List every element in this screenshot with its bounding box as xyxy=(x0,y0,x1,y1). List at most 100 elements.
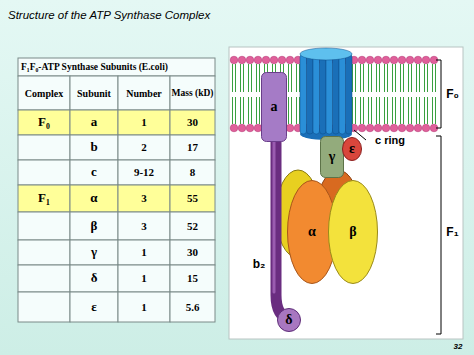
lipid-tail xyxy=(243,64,244,92)
lipid-tail xyxy=(259,97,260,124)
table-cell-bg xyxy=(18,110,70,135)
lipid-head xyxy=(278,56,286,64)
table-cell-text: F₁ xyxy=(38,191,50,205)
subunit-outline xyxy=(321,137,344,178)
part-label: c ring xyxy=(368,132,412,148)
subunit-gamma: γ xyxy=(320,136,344,178)
table-cell-text: 15 xyxy=(187,272,198,284)
table-cell-text: 30 xyxy=(187,246,198,258)
table-cell-bg xyxy=(18,58,215,76)
lipid-tail xyxy=(432,64,433,92)
table-cell-bg xyxy=(118,212,170,240)
lipid-tail xyxy=(360,97,361,124)
lipid-tail xyxy=(288,97,289,124)
table-cell-bg xyxy=(70,185,118,212)
table-cell: 2 xyxy=(118,135,170,160)
subunit-label: β xyxy=(349,224,356,239)
lipid-tail xyxy=(256,64,257,92)
table-cell-bg xyxy=(170,185,215,212)
table-cell-text: 2 xyxy=(141,141,147,153)
lipid-tail xyxy=(235,64,236,92)
lipid-tail xyxy=(291,97,292,124)
table-cell-bg xyxy=(170,240,215,265)
lipid-tail xyxy=(395,64,396,92)
subunit-label: α xyxy=(308,224,316,239)
f1-bracket xyxy=(436,136,441,334)
column-header: Complex xyxy=(18,76,70,110)
lipid-tail xyxy=(432,97,433,124)
lipid-head xyxy=(406,124,414,132)
subunit-label: a xyxy=(271,99,278,114)
table-cell-text: c xyxy=(91,165,97,179)
table-cell-text: 52 xyxy=(187,220,198,232)
c-subunit xyxy=(333,54,340,134)
table-cell-bg xyxy=(18,265,70,292)
lipid-head xyxy=(366,56,374,64)
lipid-tail xyxy=(416,97,417,124)
table-cell: α xyxy=(70,185,118,212)
column-header-text: Number xyxy=(126,88,162,99)
table-cell-text: γ xyxy=(91,245,97,259)
table-cell-bg xyxy=(118,160,170,185)
bracket-label: F₀ xyxy=(443,86,462,104)
table-cell: 30 xyxy=(170,110,215,135)
lipid-tail xyxy=(403,64,404,92)
c-subunit xyxy=(339,54,346,134)
page-number: 32 xyxy=(446,341,470,354)
lipid-tail xyxy=(235,97,236,124)
lipid-tail xyxy=(427,97,428,124)
lipid-head xyxy=(230,124,238,132)
subunit-epsilon: ε xyxy=(342,137,362,161)
table-cell-bg xyxy=(118,240,170,265)
subunit-outline xyxy=(329,181,378,284)
lipid-tail xyxy=(400,64,401,92)
table-cell-bg xyxy=(118,292,170,322)
table-grid xyxy=(18,58,215,322)
lipid-tail xyxy=(251,64,252,92)
table-cell: γ xyxy=(70,240,118,265)
lipid-tail xyxy=(395,97,396,124)
lipid-tail xyxy=(387,97,388,124)
lipid-head xyxy=(374,124,382,132)
lipid-tail xyxy=(400,97,401,124)
lipid-tail xyxy=(408,64,409,92)
table-cell-text: F₀ xyxy=(38,115,50,129)
table-cell-bg xyxy=(18,76,70,110)
lipid-head xyxy=(270,56,278,64)
table-cell-bg xyxy=(170,76,215,110)
table-cell-text: 1 xyxy=(141,272,147,284)
table-cell: 55 xyxy=(170,185,215,212)
lipid-tail xyxy=(243,97,244,124)
table-cell: 3 xyxy=(118,212,170,240)
table-heading: F₁F₀-ATP Synthase Subunits (E.coli) xyxy=(21,58,215,76)
table-cell-bg xyxy=(70,110,118,135)
column-header-text: Complex xyxy=(25,88,63,99)
bracket-label: F₁ xyxy=(443,224,462,242)
column-header: Mass (kD) xyxy=(170,76,215,110)
lipid-tail xyxy=(435,97,436,124)
lipid-head xyxy=(374,56,382,64)
table-cell-text: β xyxy=(91,219,98,233)
table-cell-bg xyxy=(118,185,170,212)
lipid-head xyxy=(390,124,398,132)
lipid-head xyxy=(366,124,374,132)
lipid-tail xyxy=(379,64,380,92)
table-cell: ε xyxy=(70,292,118,322)
table-cell-bg xyxy=(70,135,118,160)
bracket-label-text: F₁ xyxy=(446,226,458,239)
lipid-tail xyxy=(251,97,252,124)
column-header-text: Subunit xyxy=(77,88,111,99)
table-cell-bg xyxy=(118,76,170,110)
lipid-tail xyxy=(368,64,369,92)
table-cell: β xyxy=(70,212,118,240)
lipid-head xyxy=(406,56,414,64)
lipid-head xyxy=(254,56,262,64)
table-cell: F₁ xyxy=(18,185,70,212)
lipid-tail xyxy=(248,97,249,124)
table-cell-text: 8 xyxy=(190,166,196,178)
lipid-tail xyxy=(232,97,233,124)
table-cell: 3 xyxy=(118,185,170,212)
table-cell-text: 55 xyxy=(187,192,198,204)
table-cell-bg xyxy=(170,212,215,240)
